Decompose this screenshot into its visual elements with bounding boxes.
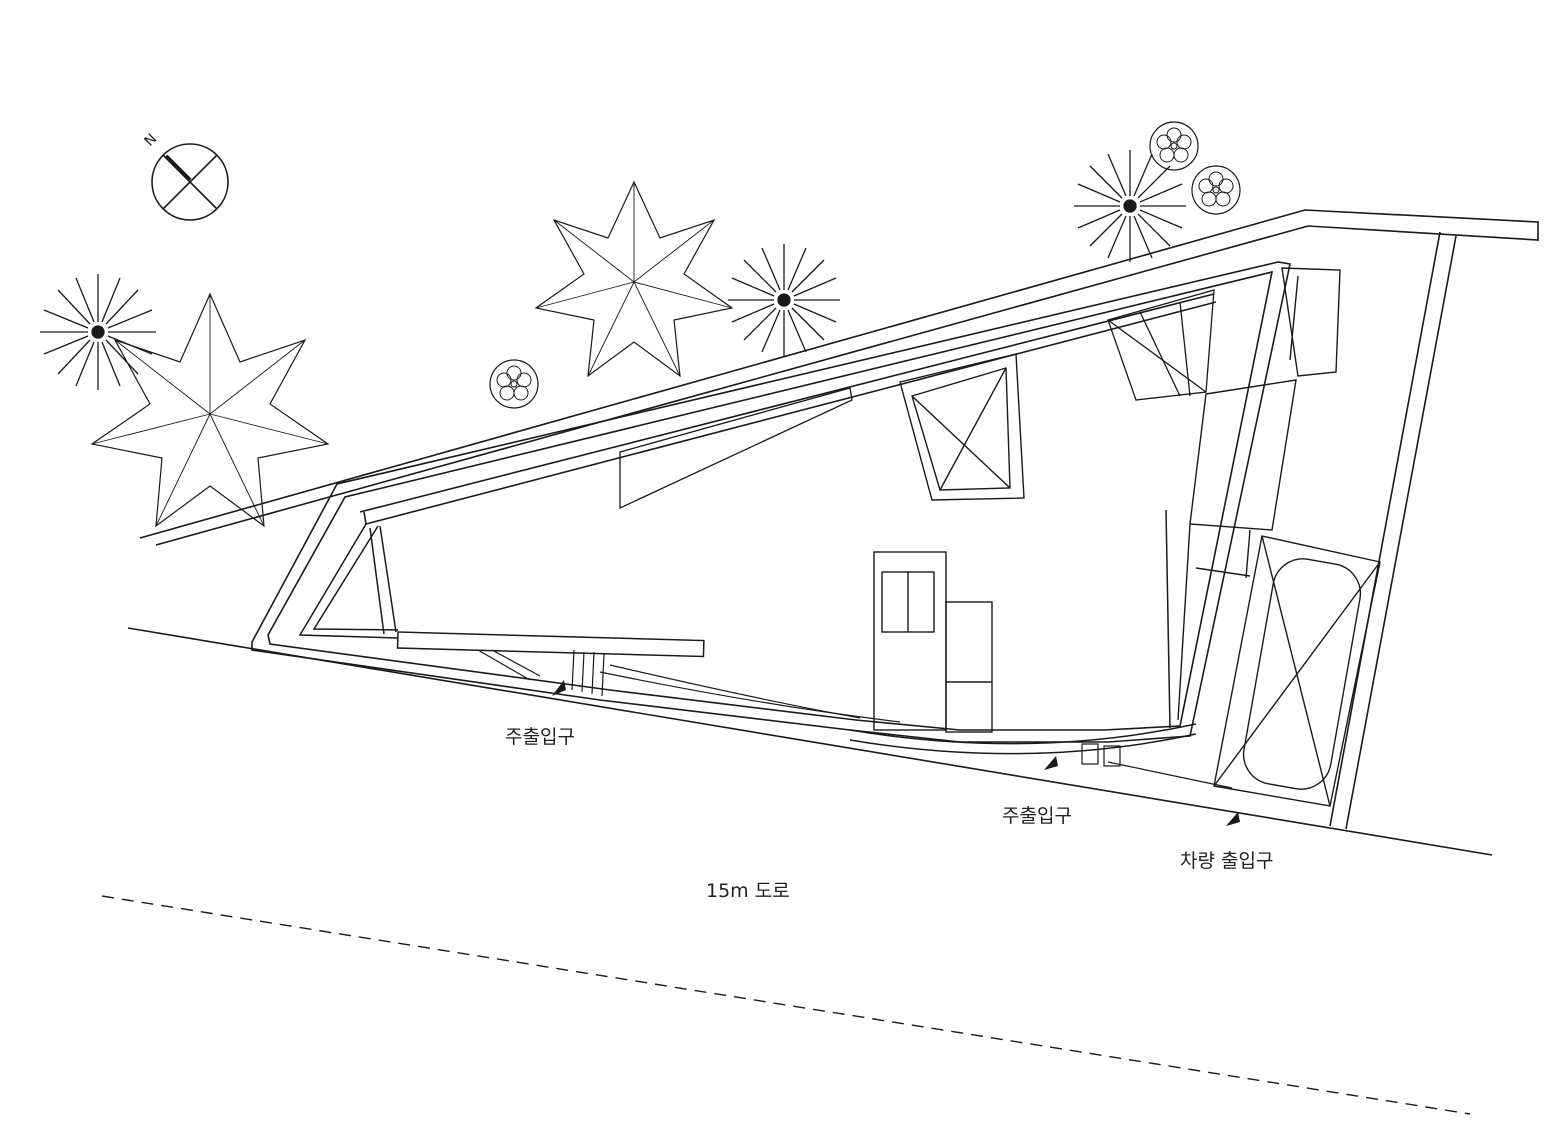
entrance-markers	[552, 680, 1240, 826]
tree-spiky-east	[1074, 150, 1186, 262]
tree-spiky-center	[728, 244, 840, 356]
building-outline	[251, 261, 1291, 743]
skylight-slit	[619, 387, 853, 510]
south-details	[1081, 743, 1233, 789]
elevator-core	[873, 551, 993, 733]
east-core	[1177, 267, 1341, 721]
north-compass-icon: N	[142, 131, 229, 221]
east-stair	[1107, 289, 1215, 401]
curved-south-wall	[849, 509, 1197, 755]
tree-large-center	[534, 180, 734, 378]
road-lines	[101, 627, 1493, 1115]
shrub-east-2	[1191, 165, 1241, 215]
main-entrance-label-1: 주출입구	[505, 726, 575, 748]
compass-north-letter: N	[142, 131, 161, 150]
tree-large-west	[90, 292, 330, 528]
triangular-void	[899, 353, 1025, 501]
entrance-steps	[477, 649, 901, 723]
main-entrance-label-2: 주출입구	[1002, 805, 1072, 827]
site-boundary	[139, 209, 1539, 830]
vehicle-entrance-label: 차량 출입구	[1180, 850, 1274, 872]
shrub-center	[489, 359, 539, 409]
shrub-east-1	[1149, 121, 1199, 171]
road-label: 15m 도로	[706, 880, 790, 902]
parking-bay	[1213, 535, 1381, 807]
tree-spiky-west	[40, 274, 156, 390]
west-lobby	[298, 523, 705, 658]
